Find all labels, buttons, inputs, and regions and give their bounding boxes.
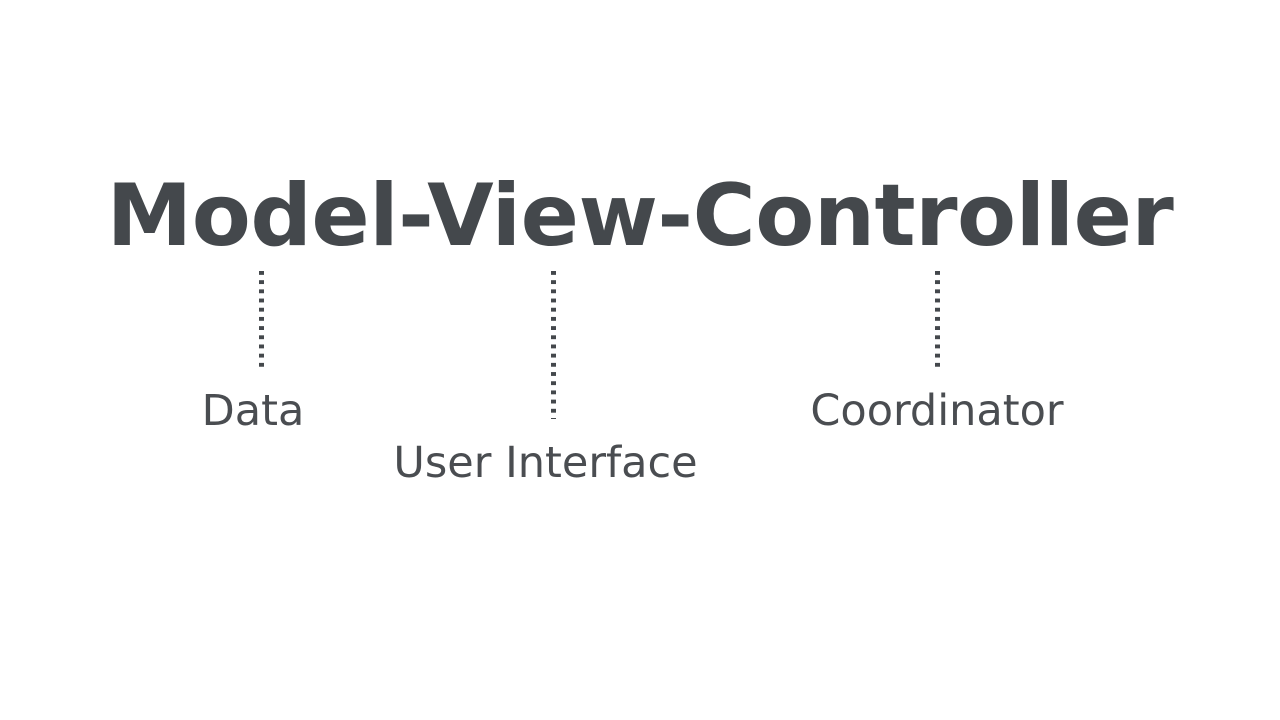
- model-caption-label: Data: [201, 386, 305, 436]
- model-connector-dotted-line: [259, 271, 264, 367]
- view-connector-dotted-line: [551, 271, 556, 419]
- page-title: Model-View-Controller: [106, 166, 1174, 266]
- controller-connector-dotted-line: [935, 271, 940, 367]
- controller-caption-label: Coordinator: [810, 386, 1064, 436]
- view-caption-label: User Interface: [393, 438, 698, 488]
